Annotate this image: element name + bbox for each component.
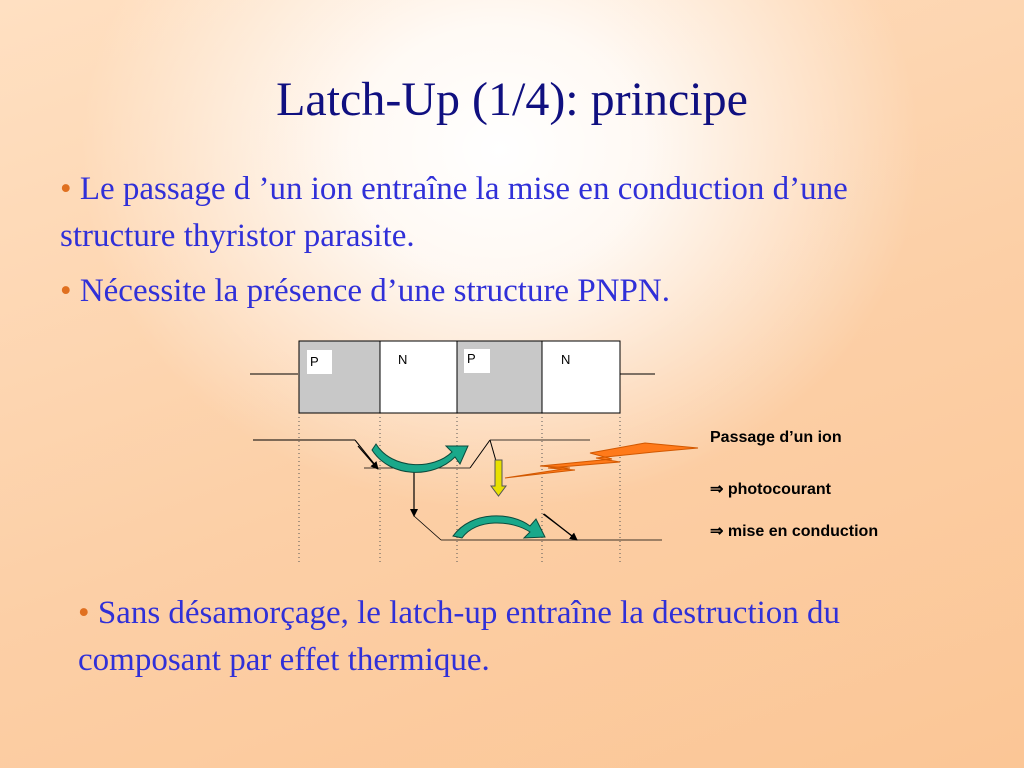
region-n1 bbox=[379, 340, 458, 414]
bullet-marker: • bbox=[60, 273, 72, 309]
bullet-marker: • bbox=[60, 171, 72, 207]
curved-arrow-bottom bbox=[452, 515, 546, 539]
region-n2 bbox=[541, 340, 621, 414]
region-label-n2: N bbox=[561, 352, 570, 367]
junction-guides bbox=[298, 413, 621, 565]
ion-lightning-bolt bbox=[504, 442, 699, 479]
region-label-n1: N bbox=[398, 352, 407, 367]
bullet-pnpn-structure: • Nécessite la présence d’une structure … bbox=[60, 268, 960, 315]
label-box-p2 bbox=[464, 349, 490, 373]
conduction-label: ⇒ mise en conduction bbox=[710, 523, 878, 540]
bullet-text: Nécessite la présence d’une structure PN… bbox=[71, 273, 670, 309]
region-label-p1: P bbox=[310, 354, 319, 369]
bullet-marker: • bbox=[78, 595, 90, 631]
label-box-p1 bbox=[307, 350, 332, 374]
photocurrent-label: ⇒ photocourant bbox=[710, 481, 832, 498]
bullet-text: Sans désamorçage, le latch-up entraîne l… bbox=[78, 595, 841, 678]
photocurrent-arrow bbox=[490, 459, 507, 497]
carrier-arrow bbox=[357, 445, 379, 470]
bullet-text: Le passage d ’un ion entraîne la mise en… bbox=[60, 171, 848, 254]
carrier-arrow bbox=[543, 513, 578, 541]
slide-title: Latch-Up (1/4): principe bbox=[276, 73, 748, 126]
bullet-destruction: • Sans désamorçage, le latch-up entraîne… bbox=[78, 590, 978, 684]
curved-arrow-top bbox=[371, 443, 469, 473]
region-label-p2: P bbox=[467, 351, 476, 366]
bullet-ion-passage: • Le passage d ’un ion entraîne la mise … bbox=[60, 166, 960, 260]
ion-passage-label: Passage d’un ion bbox=[710, 429, 842, 446]
